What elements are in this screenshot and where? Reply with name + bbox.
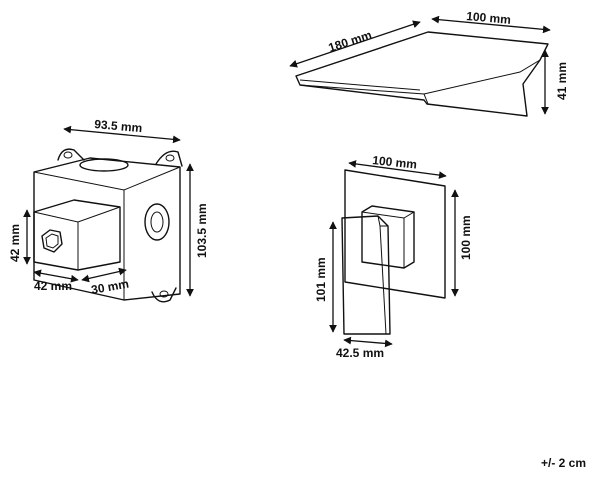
spout-height-label: 41 mm: [555, 62, 569, 100]
mounting-box: [33, 148, 183, 303]
tolerance-note: +/- 2 cm: [541, 456, 586, 470]
box-width-dimension: 93.5 mm: [63, 117, 181, 144]
spout-length-dimension: 180 mm: [289, 20, 421, 68]
mixer-plate-width-dimension: 100 mm: [348, 153, 447, 179]
waterfall-spout: [295, 31, 549, 117]
box-port-width-label: 42 mm: [34, 279, 72, 293]
mixer-plate-height-dimension: 100 mm: [451, 189, 473, 297]
mixer-handle-width-dimension: 42.5 mm: [336, 336, 393, 360]
mixer-handle-width-label: 42.5 mm: [336, 346, 384, 360]
mixer-handle-height-dimension: 101 mm: [314, 221, 337, 333]
box-depth-label: 30 mm: [90, 277, 130, 297]
mixer-valve: [341, 169, 446, 335]
box-depth-dimension: 30 mm: [81, 267, 130, 297]
spout-height-dimension: 41 mm: [541, 49, 569, 115]
spout-depth-dimension: 100 mm: [431, 9, 551, 34]
spout-depth-label: 100 mm: [466, 9, 512, 27]
mixer-handle-height-label: 101 mm: [314, 257, 328, 302]
box-port-width-dimension: 42 mm: [33, 269, 79, 293]
box-height-label: 103.5 mm: [195, 203, 209, 258]
box-port-height-label: 42 mm: [8, 224, 22, 262]
mixer-plate-height-label: 100 mm: [459, 215, 473, 260]
spout-length-label: 180 mm: [327, 28, 374, 55]
box-height-dimension: 103.5 mm: [186, 163, 209, 297]
mixer-plate-width-label: 100 mm: [372, 153, 418, 172]
box-width-label: 93.5 mm: [94, 117, 143, 135]
box-port-height-dimension: 42 mm: [8, 209, 31, 265]
